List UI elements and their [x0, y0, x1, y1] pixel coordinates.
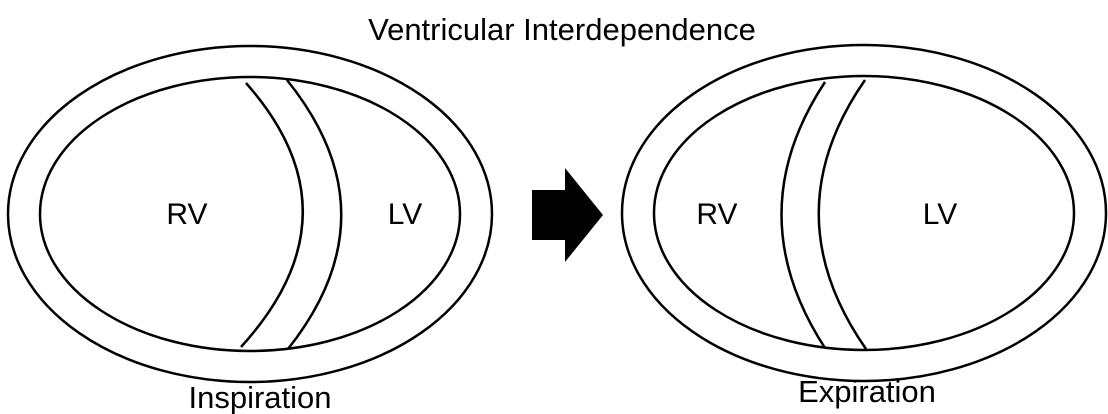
inspiration-inner-cavity [38, 75, 462, 353]
expiration-heart: RV LV [620, 43, 1108, 383]
expiration-septum-left-edge [780, 81, 827, 349]
inspiration-rv-label: RV [166, 198, 207, 231]
inspiration-caption: Inspiration [188, 380, 331, 414]
inspiration-lv-label: LV [388, 198, 422, 231]
inspiration-septum-right-edge [286, 79, 343, 350]
inspiration-septum-left-edge [240, 82, 304, 348]
diagram-title: Ventricular Interdependence [368, 12, 756, 47]
expiration-caption: Expiration [798, 374, 936, 409]
expiration-septum-right-edge [817, 79, 868, 350]
expiration-lv-label: LV [923, 198, 957, 231]
transition-arrow-icon [532, 168, 603, 262]
expiration-rv-label: RV [696, 198, 737, 231]
inspiration-heart: RV LV [6, 44, 494, 384]
expiration-inner-cavity [652, 74, 1076, 352]
